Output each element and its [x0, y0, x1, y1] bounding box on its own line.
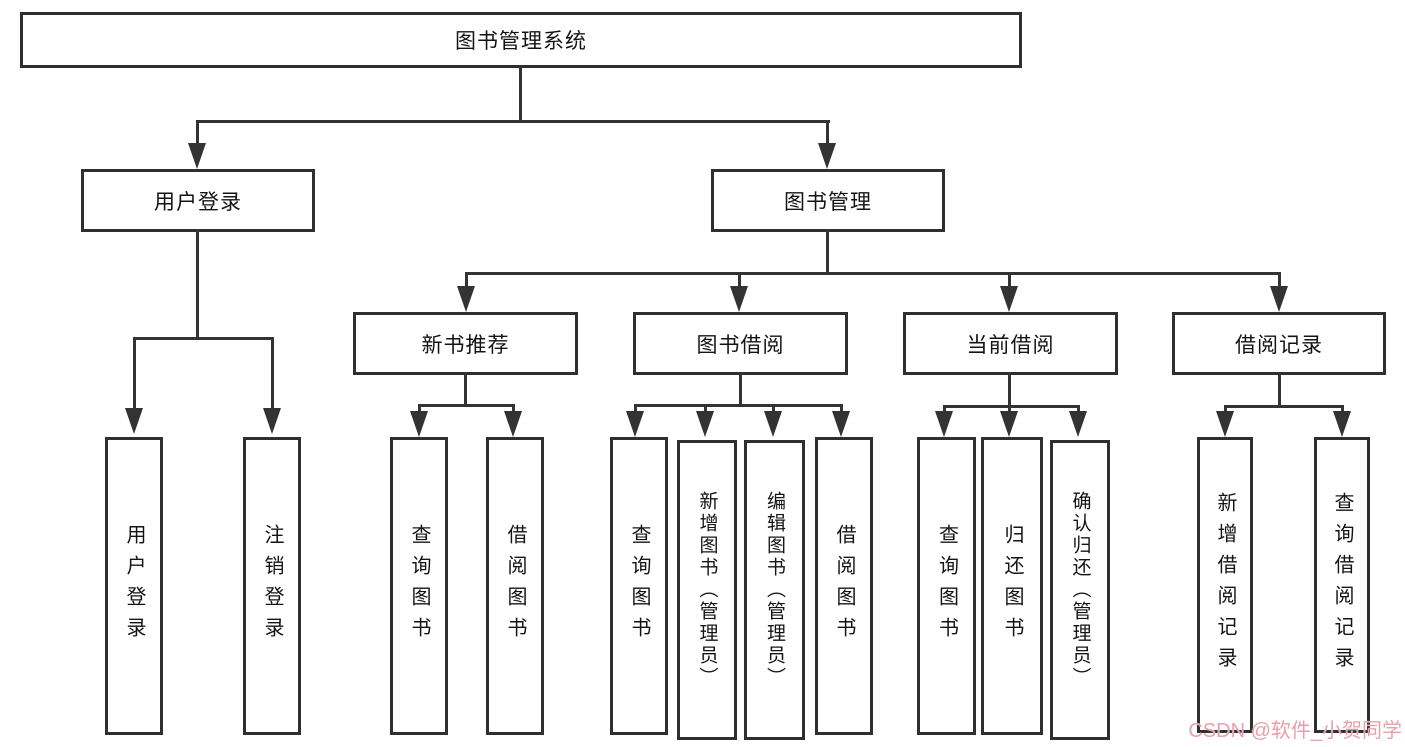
edge-to-br-query-stub [1341, 405, 1344, 415]
arrow-to-new-book-rec [457, 286, 475, 312]
edge-to-nb-borrow-stub [512, 404, 515, 414]
leaf-cb-query-books: 查询图书 [917, 437, 976, 735]
leaf-cb-confirm-return-admin: 确认归还（管理员） [1050, 440, 1110, 740]
edge-to-new-book-rec-stub [465, 272, 468, 290]
leaf-nb-borrow-books: 借阅图书 [486, 437, 544, 735]
node-current-borrow: 当前借阅 [903, 312, 1118, 375]
leaf-br-query-record: 查询借阅记录 [1314, 437, 1370, 733]
edge-to-br-add-stub [1224, 405, 1227, 415]
node-borrow-records: 借阅记录 [1172, 312, 1386, 375]
arrow-to-leaf-user-login [125, 408, 143, 434]
edge-to-bb-edit-stub [772, 404, 775, 414]
edge-to-cb-confirm-stub [1077, 405, 1080, 415]
leaf-bb-query-books: 查询图书 [610, 437, 668, 735]
leaf-cb-return-books: 归还图书 [981, 437, 1043, 735]
arrow-to-bb-edit [764, 411, 782, 437]
edge-to-current-borrow-stub [1008, 272, 1011, 290]
leaf-user-login: 用户登录 [105, 437, 163, 735]
edge-user-login-branch [133, 337, 274, 340]
arrow-to-leaf-logout [263, 408, 281, 434]
arrow-to-bb-query [626, 411, 644, 437]
edge-to-bb-add-stub [704, 404, 707, 414]
node-book-borrow: 图书借阅 [633, 312, 848, 375]
edge-to-borrow-records-stub [1278, 272, 1281, 290]
arrow-to-book-mgmt [818, 143, 836, 169]
edge-to-user-login-stub [196, 120, 199, 150]
arrow-to-book-borrow [730, 286, 748, 312]
edge-to-leaf-logout-stub [271, 337, 274, 412]
leaf-bb-borrow-books: 借阅图书 [815, 437, 873, 735]
edge-current-borrow-stem [1008, 372, 1011, 408]
arrow-to-bb-add [696, 411, 714, 437]
edge-root-stem [519, 66, 522, 122]
edge-user-login-stem [196, 229, 199, 340]
node-book-mgmt: 图书管理 [711, 169, 945, 232]
arrow-to-cb-return [1000, 411, 1018, 437]
edge-new-book-rec-stem [464, 372, 467, 407]
edge-new-book-rec-branch [418, 404, 515, 407]
arrow-to-nb-query [410, 411, 428, 437]
edge-to-bb-borrow-stub [840, 404, 843, 414]
arrow-to-br-add [1216, 411, 1234, 437]
edge-to-cb-query-stub [943, 405, 946, 415]
edge-to-leaf-user-login-stub [133, 337, 136, 412]
arrow-to-bb-borrow [832, 411, 850, 437]
watermark-text: CSDN @软件_小贺同学 [1188, 720, 1402, 742]
edge-borrow-records-branch [1224, 405, 1344, 408]
leaf-bb-add-books-admin: 新增图书（管理员） [677, 440, 737, 740]
edge-book-mgmt-branch [465, 272, 1281, 275]
edge-current-borrow-branch [943, 405, 1080, 408]
edge-borrow-records-stem [1278, 372, 1281, 408]
edge-book-borrow-branch [634, 404, 843, 407]
edge-to-nb-query-stub [418, 404, 421, 414]
edge-to-cb-return-stub [1008, 405, 1011, 415]
arrow-to-cb-query [935, 411, 953, 437]
edge-to-book-mgmt-stub [826, 120, 829, 150]
arrow-to-current-borrow [1000, 286, 1018, 312]
leaf-bb-edit-books-admin: 编辑图书（管理员） [744, 440, 805, 740]
node-root: 图书管理系统 [20, 12, 1022, 68]
leaf-br-add-record: 新增借阅记录 [1197, 437, 1253, 733]
edge-book-mgmt-stem [826, 229, 829, 275]
arrow-to-cb-confirm [1069, 411, 1087, 437]
leaf-logout: 注销登录 [243, 437, 301, 735]
node-new-book-rec: 新书推荐 [353, 312, 578, 375]
arrow-to-nb-borrow [504, 411, 522, 437]
arrow-to-user-login [188, 143, 206, 169]
edge-book-borrow-stem [739, 372, 742, 407]
arrow-to-br-query [1333, 411, 1351, 437]
node-user-login: 用户登录 [81, 169, 315, 232]
arrow-to-borrow-records [1270, 286, 1288, 312]
edge-to-book-borrow-stub [738, 272, 741, 290]
edge-root-branch [196, 120, 830, 123]
leaf-nb-query-books: 查询图书 [390, 437, 448, 735]
edge-to-bb-query-stub [634, 404, 637, 414]
